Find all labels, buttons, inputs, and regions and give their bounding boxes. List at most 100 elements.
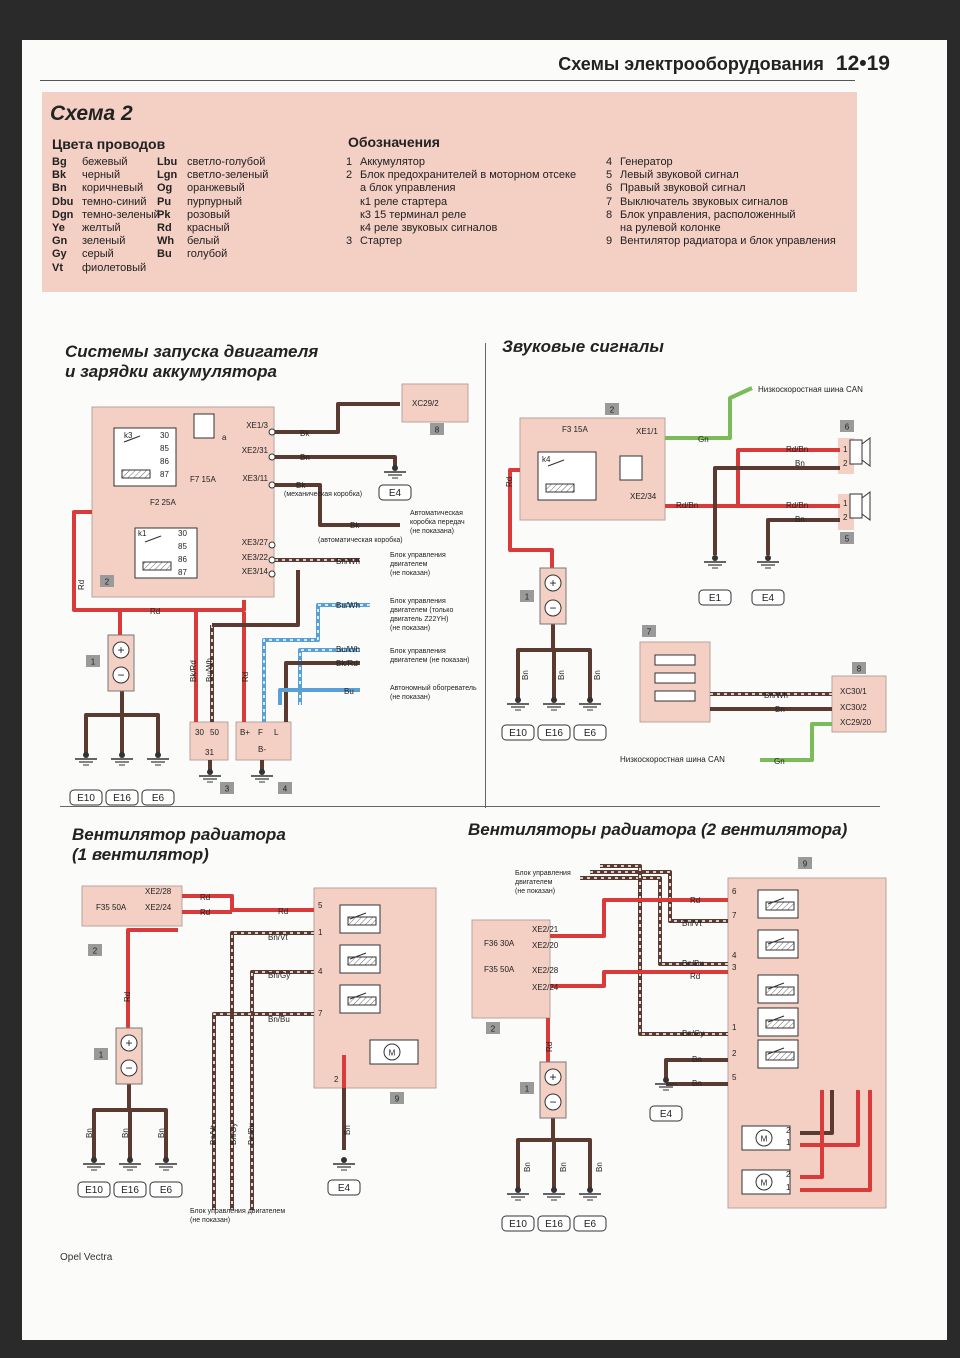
wire-bn-ground [120,691,160,755]
diagram-label: 7 [318,1009,323,1018]
relay-contact [767,897,785,905]
wire-fan2-motor2 [800,1090,824,1179]
diagram-label: Bu [344,687,354,696]
diagram-label: Bn [300,453,310,462]
relay-pin-label: 87 [178,568,187,577]
ground-tag-frame [149,1181,183,1198]
wire-fan2-motor1 [800,1090,834,1135]
motor-letter: M [389,1049,396,1058]
wire-bn-ground-fan2 [516,1118,555,1190]
horn-bell [861,437,871,467]
ground-symbol [765,555,771,561]
ground-tag: E10 [509,1219,527,1230]
relay-coil [142,561,172,571]
can-label: Низкоскоростная шина CAN [758,385,863,394]
diagram-label: Bn [593,670,602,680]
section-title-starting: Системы запуска двигателя и зарядки акку… [65,342,319,381]
comp-num-9-fan2: 9 [803,860,808,869]
diagram-label: Rd [77,580,86,590]
diagram-label: 2 [732,1049,737,1058]
wire-bn-ground-horns [516,624,555,700]
connector-pin [268,428,276,436]
relay-pin-label: 87 [160,470,169,479]
ground-tag: E16 [113,793,131,804]
ground-tag-frame [113,1181,147,1198]
wire-bkrd-return [212,570,300,627]
ground-tag: E6 [160,1185,173,1196]
wire-bnvt-fan1-stripe [231,932,314,1210]
designation-row: а блок управления [338,182,576,195]
color-code: Pk [157,208,171,221]
battery-minus-sign: − [549,601,556,615]
color-code: Gy [52,248,67,261]
horn-switch-contact [654,654,696,666]
color-name: темно-зеленый [82,208,160,221]
diagram-label: 50 [210,728,219,737]
ground-tag-frame [573,1215,607,1232]
color-code: Bg [52,156,67,168]
relay-contact [767,1047,785,1055]
comp-num-1-fan2-bg [520,1082,534,1094]
ground-tag: E16 [545,1219,563,1230]
note-ecu-2: Блок управления [390,648,446,655]
diagram-label: XE2/28 [532,966,559,975]
wire-bn-ground [84,691,124,755]
battery-minus [544,599,562,617]
fuse-label: F2 25A [150,498,176,507]
comp-num-1-fan1: 1 [99,1051,104,1060]
diagram-label: 1 [843,499,848,508]
diagram-label: Rd/Bn [676,501,698,510]
horn-switch-contact [654,672,696,684]
ground-symbol [163,1157,169,1163]
relay-pin-label: 85 [178,542,187,551]
diagram-label: Bn [559,1162,568,1172]
diagram-label: XE2/24 [532,983,559,992]
note-ecu-fan1: (не показан) [190,1217,230,1224]
diagram-label: Gn [774,757,785,766]
battery-minus-sign: − [117,668,124,682]
diagram-label: Bk [300,429,310,438]
horn-bell [861,491,871,521]
relay-coil [347,956,377,966]
diagram-label: Rd [690,972,700,981]
wire-rd-fan1 [182,894,314,912]
comp-num-8-bg [430,423,444,435]
diagram-label: 3 [732,963,737,972]
relay-coil [765,901,795,911]
diagram-label: Bn [795,459,805,468]
wire-rd-fan2-top [550,898,728,938]
ground-tag: E4 [660,1109,673,1120]
diagram-label: Bk/Rd [336,659,358,668]
note-ecu-fan2: (не показан) [515,888,555,895]
color-name: розовый [187,208,231,221]
comp-num-2-fan2-bg [486,1022,500,1034]
relay-contact [767,937,785,945]
ground-symbol [392,465,398,471]
connector-pin [268,453,276,461]
diagram-label: (механическая коробка) [284,490,362,498]
color-code-row: Pk розовый [157,209,268,222]
xe-label: XE1/3 [246,421,268,430]
designation-number: 6 [605,182,613,195]
section-title-fan2: Вентиляторы радиатора (2 вентилятора) [468,820,848,839]
battery-minus [112,666,130,684]
comp-num-4-bg [278,782,292,794]
relay-coil [545,483,575,493]
note-auto-gearbox: (не показана) [410,528,454,535]
relay-coil [765,1051,795,1061]
relay-pin-label: 86 [178,555,187,564]
note-heater: (не показан) [390,694,430,701]
fuse-box-2-fan2 [471,919,551,1019]
diagram-label: 2 [786,1170,791,1179]
comp-num-9-fan1: 9 [395,1095,400,1104]
ground-tag: E4 [389,488,402,499]
comp-num-3-bg [220,782,234,794]
comp-num-6-bg [840,420,854,432]
ground-symbol [341,1157,347,1163]
motor-letter: M [761,1135,768,1144]
